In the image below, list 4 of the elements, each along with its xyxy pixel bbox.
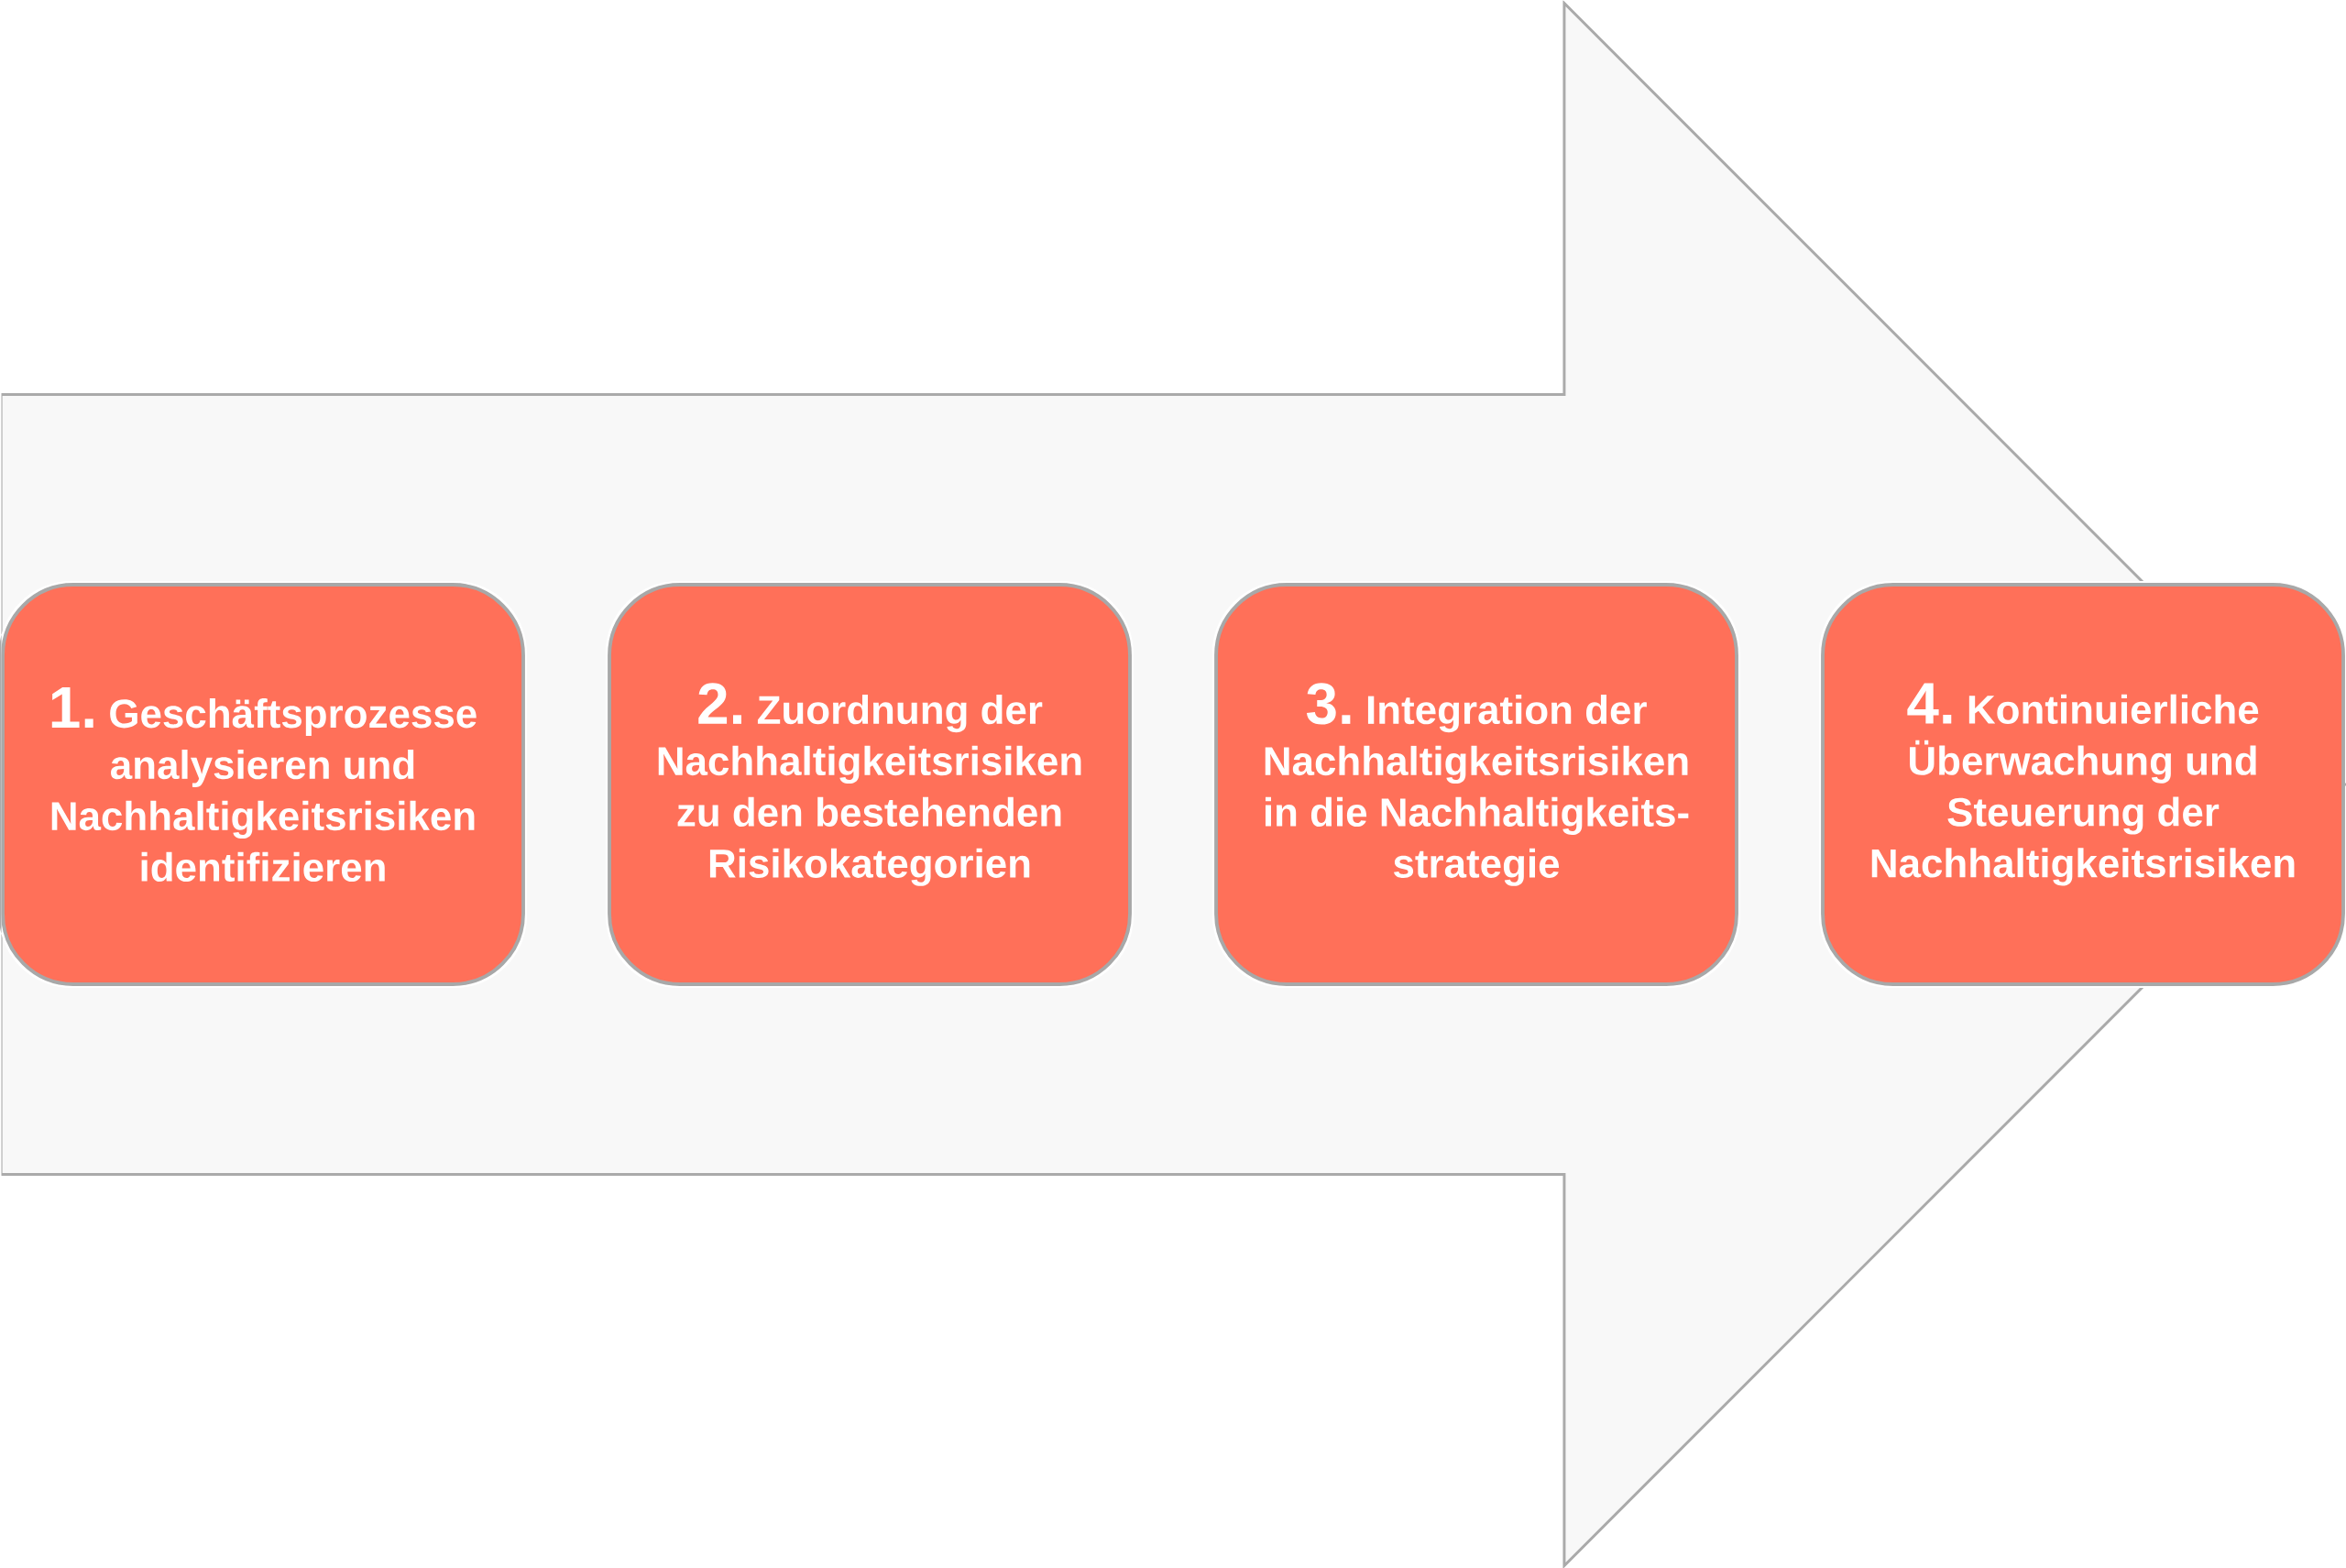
step-box: 4. Kontinuierliche Überwachung und Steuerung der Nachhaltigkeitsrisiken <box>1821 583 2345 986</box>
step-box: 1. Geschäftsprozesse analysieren und Nachhaltigkeitsrisiken identifizieren <box>1 583 525 986</box>
step-box: 3. Integration der Nachhaltigkeitsrisiken in die Nachhaltigkeits-strategie <box>1214 583 1738 986</box>
step-box: 2. Zuordnung der Nachhaltigkeitsrisiken zu den bestehenden Risikokategorien <box>608 583 1132 986</box>
